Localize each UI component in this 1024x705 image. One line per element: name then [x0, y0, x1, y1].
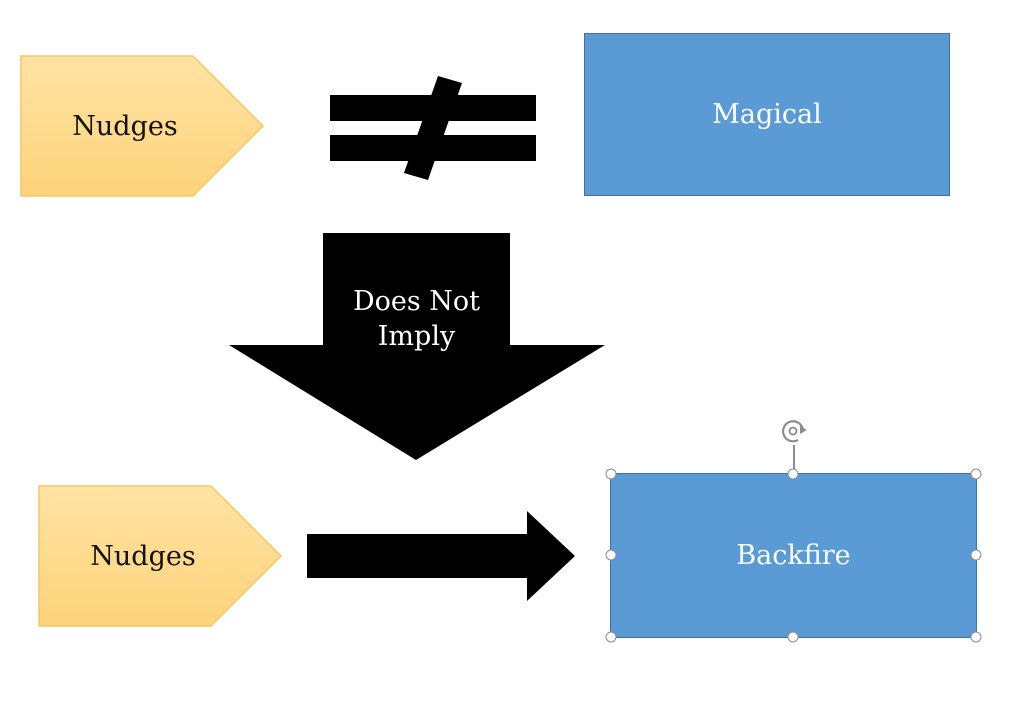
arrow-text-line2: Imply	[377, 321, 456, 352]
nudges-pentagon-top[interactable]: Nudges	[20, 55, 265, 197]
magical-label: Magical	[712, 99, 822, 130]
resize-handle-top-left[interactable]	[605, 468, 617, 480]
backfire-box[interactable]: Backfire	[610, 473, 977, 638]
not-equal-icon	[328, 73, 538, 183]
does-not-imply-arrow[interactable]: Does Not Imply	[228, 232, 606, 462]
magical-box[interactable]: Magical	[584, 33, 950, 196]
pentagon-shape	[20, 55, 265, 197]
nudges-label-bottom: Nudges	[90, 540, 196, 572]
resize-handle-bottom-middle[interactable]	[787, 631, 799, 643]
arrow-text-line1: Does Not	[352, 286, 481, 317]
right-arrow-shape	[307, 511, 575, 601]
resize-handle-top-middle[interactable]	[787, 468, 799, 480]
resize-handle-bottom-left[interactable]	[605, 631, 617, 643]
down-arrow-shape	[229, 233, 605, 460]
resize-handle-top-right[interactable]	[970, 468, 982, 480]
pentagon-shape	[38, 485, 283, 627]
nudges-label-top: Nudges	[72, 110, 178, 142]
right-arrow[interactable]	[305, 510, 577, 602]
backfire-label: Backfire	[736, 540, 851, 571]
resize-handle-middle-right[interactable]	[970, 549, 982, 561]
nudges-pentagon-bottom[interactable]: Nudges	[38, 485, 283, 627]
rotate-handle-stem	[793, 445, 795, 473]
rotate-icon[interactable]	[779, 417, 809, 447]
resize-handle-middle-left[interactable]	[605, 549, 617, 561]
resize-handle-bottom-right[interactable]	[970, 631, 982, 643]
